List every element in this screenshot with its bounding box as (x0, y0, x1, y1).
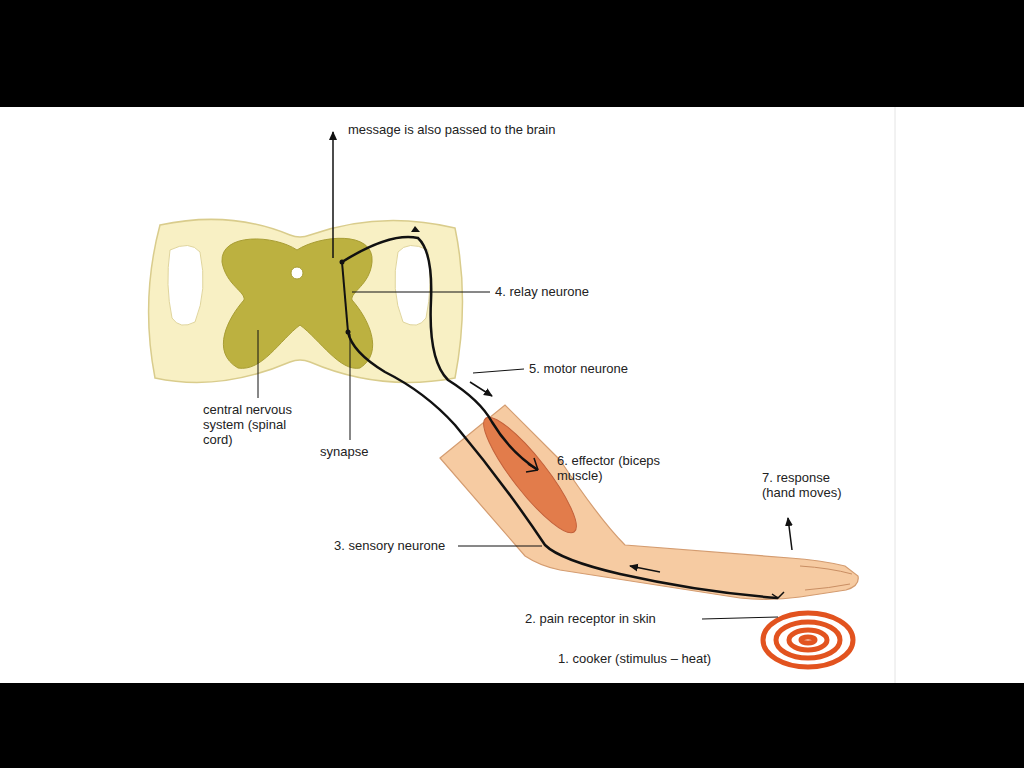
part-label: synapse (320, 444, 400, 459)
fingers (800, 566, 852, 590)
stimulus-label: 1. cooker (stimulus – heat) (558, 651, 758, 666)
part-label: 2. pain receptor in skin (525, 611, 700, 626)
synapse-dot (346, 330, 351, 335)
spinal-cord (149, 219, 463, 382)
part-label: central nervous system (spinal cord) (203, 402, 307, 447)
cooker-ring (763, 613, 853, 667)
relay-neurone (342, 262, 348, 332)
part-label: 7. response (hand moves) (762, 470, 862, 500)
brain-note: message is also passed to the brain (348, 122, 608, 137)
motor-end (526, 458, 538, 472)
part-label: 5. motor neurone (529, 361, 689, 376)
leader-lines (258, 292, 778, 619)
white-region (168, 245, 203, 325)
central-canal (291, 267, 303, 279)
cell-body (411, 226, 420, 232)
receptor (772, 592, 784, 598)
white-region (395, 245, 430, 325)
motor-neurone (342, 237, 538, 470)
brain-arrow (332, 132, 334, 258)
synapse-dot (340, 260, 345, 265)
response-arrow (788, 518, 792, 550)
impulse-arrow (470, 382, 492, 396)
impulse-arrow (630, 566, 660, 572)
part-label: 3. sensory neurone (334, 538, 456, 553)
edge-line (895, 107, 896, 683)
bottom-bar (0, 683, 1024, 768)
part-label: 6. effector (biceps muscle) (557, 453, 677, 483)
part-label: 4. relay neurone (495, 284, 655, 299)
top-bar (0, 0, 1024, 107)
sensory-neurone (348, 332, 778, 598)
arm (440, 405, 858, 599)
